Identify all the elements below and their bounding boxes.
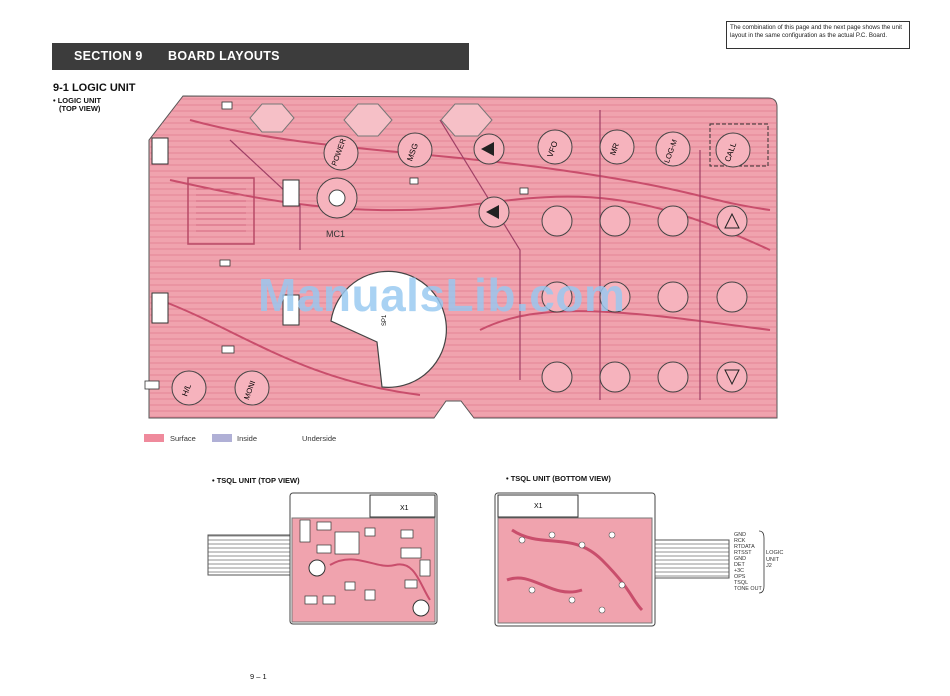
legend-inside-swatch [212, 434, 232, 442]
key-vfo: VFO [537, 129, 573, 165]
key-mr: MR [599, 129, 635, 165]
signal-label: RTDATA [734, 544, 755, 550]
mic-label: MC1 [326, 229, 345, 239]
svg-text:H/L: H/L [180, 382, 193, 397]
speaker-label: SP1 [382, 314, 388, 326]
key-up-arrow-1 [473, 133, 505, 165]
svg-text:MR: MR [608, 142, 621, 157]
key-moni: MONI [234, 370, 270, 406]
signal-label: OPS [734, 574, 746, 580]
legend-underside-label: Underside [302, 434, 337, 443]
crystal-x1 [369, 494, 436, 518]
key-log-m: LOG-M [655, 131, 691, 167]
crystal-x1-bottom-label: X1 [534, 503, 543, 510]
signal-label: +3C [734, 568, 745, 574]
legend-surface-swatch [144, 434, 164, 442]
signal-label: RCK [734, 538, 746, 544]
legend-surface-label: Surface [170, 434, 196, 443]
signal-bracket [758, 530, 765, 594]
flex-cable [207, 534, 291, 576]
logic-unit-heading: 9-1 LOGIC UNIT [53, 82, 136, 94]
section-number: SECTION 9 [74, 49, 143, 63]
legend-inside-label: Inside [237, 434, 258, 443]
crystal-x1-label: X1 [400, 505, 409, 512]
triangle-icon [724, 212, 740, 229]
signal-label: TSQL [734, 580, 749, 586]
tsql-bottom-board: X1 [494, 492, 730, 627]
triangle-down-icon [724, 369, 740, 386]
logic-caption-line1: • LOGIC UNIT [53, 96, 102, 105]
speaker-ring [330, 270, 447, 388]
tsql-top-caption: • TSQL UNIT (TOP VIEW) [212, 476, 300, 485]
section-header: SECTION 9 BOARD LAYOUTS [52, 43, 469, 70]
signal-label: TONE OUT [734, 586, 762, 592]
signal-label: GND [734, 532, 746, 538]
logic-unit-caption: • LOGIC UNIT (TOP VIEW) [53, 97, 101, 113]
logic-caption-line2: (TOP VIEW) [59, 104, 101, 113]
header-note: The combination of this page and the nex… [726, 21, 910, 49]
flex-cable-bottom [654, 539, 730, 579]
watermark: ManualsLib.com [258, 269, 626, 321]
crystal-x1-bottom [497, 494, 579, 518]
key-up-arrow-2 [478, 196, 510, 228]
signal-label: RTSST [734, 550, 752, 556]
signal-label: DET [734, 562, 745, 568]
page-number: 9 – 1 [250, 672, 267, 681]
keypad [541, 205, 748, 393]
logic-unit-connector-label: LOGIC UNIT J2 [766, 550, 784, 569]
key-power: POWER [323, 135, 359, 171]
section-title: BOARD LAYOUTS [168, 49, 280, 63]
signal-label: GND [734, 556, 746, 562]
tsql-bottom-caption: • TSQL UNIT (BOTTOM VIEW) [506, 474, 611, 483]
tsql-top-board: X1 [207, 492, 438, 625]
key-msg: MSG [397, 132, 433, 168]
key-call: CALL [709, 123, 769, 168]
key-hl: H/L [171, 370, 207, 406]
